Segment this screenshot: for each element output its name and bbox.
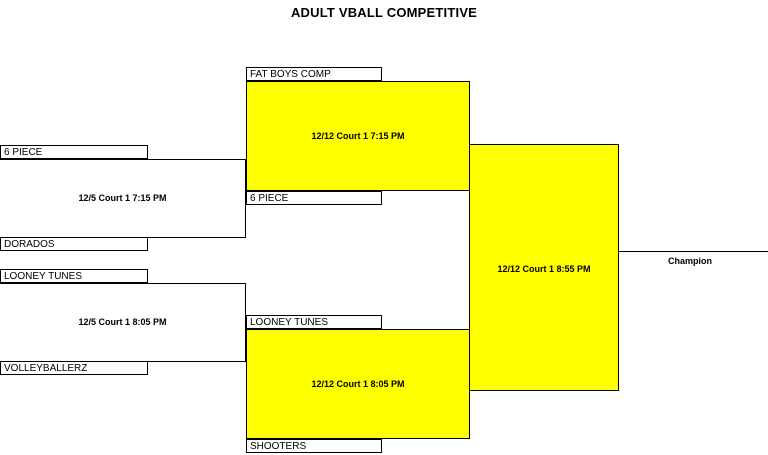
bracket-title: ADULT VBALL COMPETITIVE: [290, 5, 478, 20]
round2-match1-team-b: 6 PIECE: [246, 191, 382, 205]
round1-match2-bracket: 12/5 Court 1 8:05 PM: [0, 283, 246, 362]
round2-match1-box: 12/12 Court 1 7:15 PM: [246, 81, 470, 191]
round2-match2-box: 12/12 Court 1 8:05 PM: [246, 329, 470, 439]
round2-match2-team-b: SHOOTERS: [246, 439, 382, 453]
round1-match2-info: 12/5 Court 1 8:05 PM: [78, 317, 167, 327]
round1-match1-team-b: DORADOS: [0, 237, 148, 251]
round1-match1-bracket: 12/5 Court 1 7:15 PM: [0, 159, 246, 238]
round2-match2-info: 12/12 Court 1 8:05 PM: [311, 379, 405, 389]
champion-line: [618, 251, 768, 252]
round1-match2-team-b: VOLLEYBALLERZ: [0, 361, 148, 375]
round1-match1-info: 12/5 Court 1 7:15 PM: [78, 193, 167, 203]
champion-label: Champion: [668, 256, 712, 266]
round1-match2-team-a: LOONEY TUNES: [0, 269, 148, 283]
round2-match2-team-a: LOONEY TUNES: [246, 315, 382, 329]
round1-match1-team-a: 6 PIECE: [0, 145, 148, 159]
round2-match1-team-a: FAT BOYS COMP: [246, 67, 382, 81]
round2-match1-info: 12/12 Court 1 7:15 PM: [311, 131, 405, 141]
final-match-info: 12/12 Court 1 8:55 PM: [497, 264, 591, 274]
final-match-box: 12/12 Court 1 8:55 PM: [469, 144, 619, 391]
